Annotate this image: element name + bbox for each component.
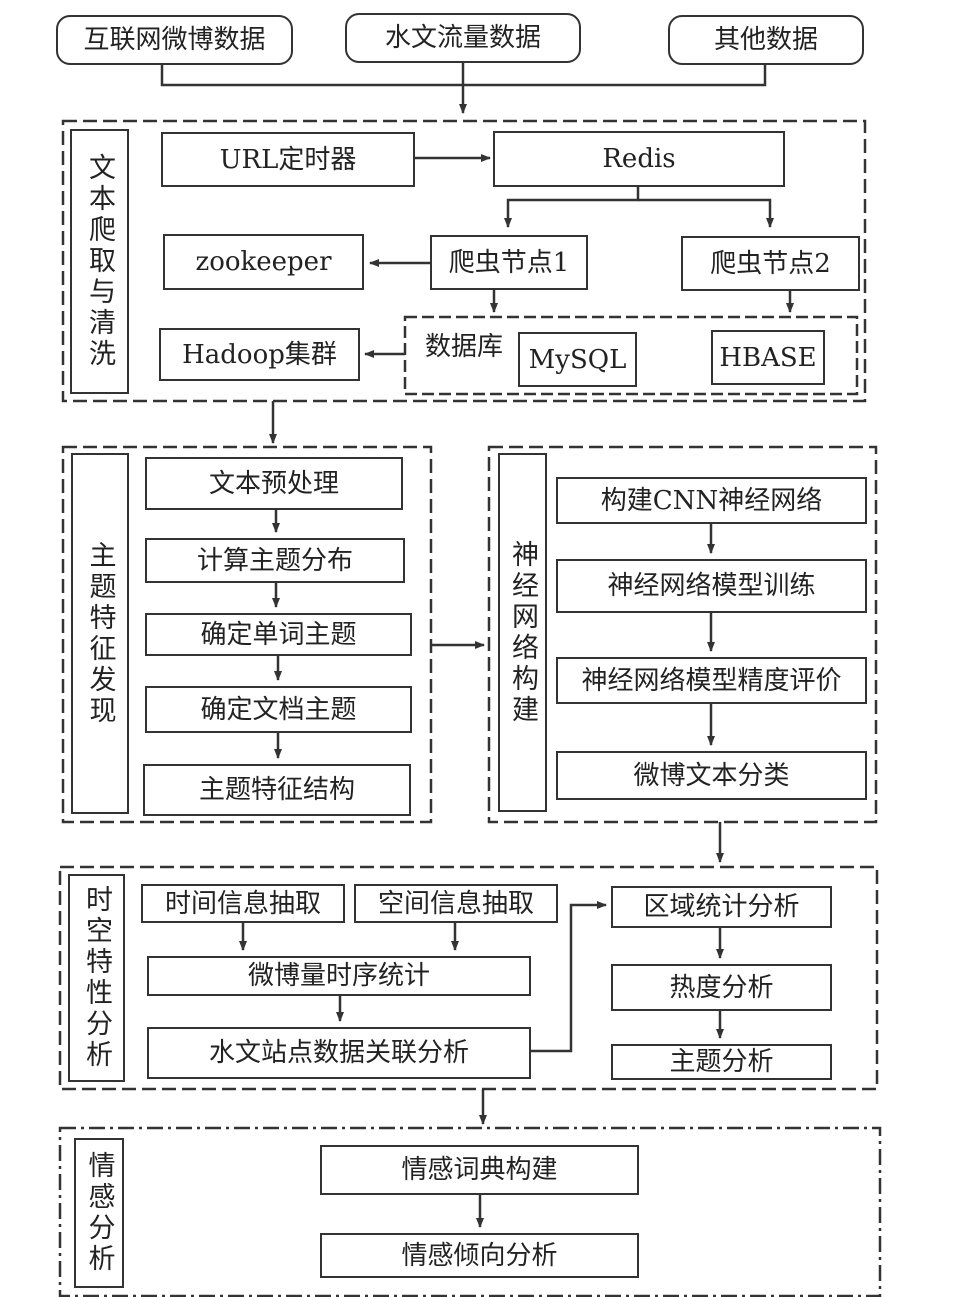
source-other: 其他数据 [668, 15, 864, 65]
arrow-redis-to-node1 [504, 187, 640, 228]
sentiment-tendency-node: 情感倾向分析 [320, 1233, 639, 1278]
nn-group-label: 神经网络构建 [498, 453, 547, 812]
sentiment-group-frame [58, 1126, 882, 1297]
database-label: 数据库 [425, 332, 504, 362]
time-extract-node: 时间信息抽取 [141, 884, 345, 923]
topic-group-label: 主题特征发现 [71, 453, 129, 814]
hadoop-cluster-node: Hadoop集群 [159, 328, 360, 381]
url-timer-node: URL定时器 [161, 132, 415, 187]
topic-group-label-text: 主题特征发现 [84, 540, 116, 727]
topic-step-preprocess: 文本预处理 [145, 457, 403, 510]
topic-step-doc-topic: 确定文档主题 [145, 686, 412, 733]
topic-step-distribution: 计算主题分布 [145, 538, 405, 583]
space-extract-node: 空间信息抽取 [354, 884, 558, 923]
zookeeper-node: zookeeper [163, 234, 364, 290]
source-weibo: 互联网微博数据 [56, 15, 293, 65]
database-group-frame [403, 315, 859, 396]
nn-group-frame [487, 445, 878, 824]
region-stats-node: 区域统计分析 [611, 886, 832, 928]
arrow-hydro-to-region [531, 901, 607, 1053]
sentiment-group-label-text: 情感分析 [83, 1151, 115, 1275]
nn-step-build-cnn: 构建CNN神经网络 [556, 477, 867, 524]
sentiment-dict-node: 情感词典构建 [320, 1145, 639, 1195]
crawler-node-2: 爬虫节点2 [681, 236, 860, 291]
spatiotemporal-group-label-text: 时空特性分析 [81, 885, 112, 1071]
topic-group-frame [61, 445, 433, 824]
arrow-redis-to-node2 [638, 198, 774, 228]
heat-analysis-node: 热度分析 [611, 964, 832, 1011]
spatiotemporal-group-frame [58, 865, 879, 1091]
mysql-node: MySQL [518, 332, 637, 387]
topic-step-word-topic: 确定单词主题 [145, 613, 412, 656]
hydro-association-node: 水文站点数据关联分析 [147, 1027, 531, 1079]
crawl-group-frame [61, 119, 867, 403]
crawl-group-label: 文本爬取与清洗 [70, 129, 129, 394]
redis-node: Redis [493, 131, 785, 187]
spatiotemporal-group-label: 时空特性分析 [68, 874, 125, 1082]
hbase-node: HBASE [711, 330, 825, 385]
nn-step-accuracy-eval: 神经网络模型精度评价 [556, 657, 867, 704]
nn-group-label-text: 神经网络构建 [507, 539, 538, 726]
crawl-group-label-text: 文本爬取与清洗 [84, 153, 115, 370]
nn-step-train: 神经网络模型训练 [556, 559, 867, 613]
nn-step-text-classify: 微博文本分类 [556, 751, 867, 800]
sentiment-group-label: 情感分析 [74, 1138, 124, 1288]
topic-analysis-node: 主题分析 [611, 1044, 832, 1080]
source-hydro: 水文流量数据 [345, 13, 581, 63]
topic-step-feature-structure: 主题特征结构 [143, 764, 411, 816]
weibo-timeseries-node: 微博量时序统计 [147, 956, 531, 996]
crawler-node-1: 爬虫节点1 [430, 235, 588, 290]
